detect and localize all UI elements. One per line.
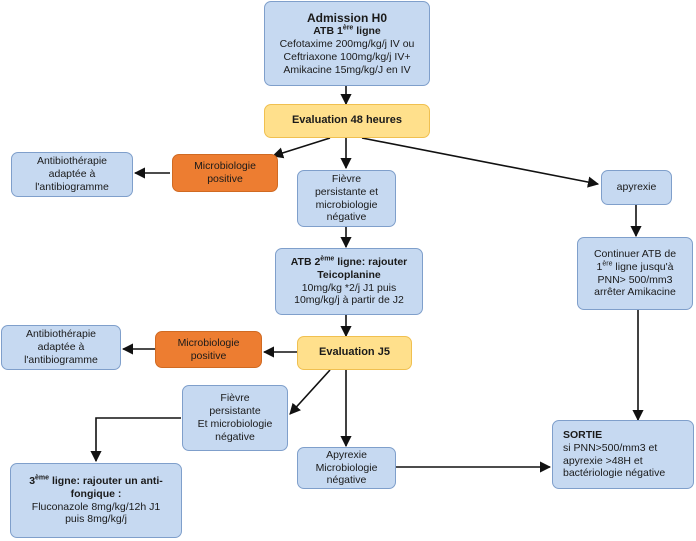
fievre1-line4: négative [326,211,367,224]
admission-subtitle: ATB 1ère ligne [313,24,381,38]
arrow-evalj5-to-fievre2 [289,369,331,415]
arrow-fievre2-to-antifong [90,417,181,463]
admission-line2: Ceftriaxone 100mg/kg/j IV+ [283,50,411,63]
admission-box: Admission H0 ATB 1ère ligne Cefotaxime 2… [264,1,430,86]
micro1-line2: positive [207,173,243,185]
sortie-title: SORTIE [563,428,603,441]
sortie-line1: si PNN>500/mm3 et [563,441,658,454]
micro2-box: Microbiologie positive [155,331,262,368]
atb2-line2: 10mg/kg/j à partir de J2 [294,294,404,307]
apyrexie1-box: apyrexie [601,170,672,205]
continuer-line4: arrêter Amikacine [594,286,676,299]
micro1-line1: Microbiologie [194,160,256,173]
fievre1-line1: Fièvre [331,172,362,185]
fievre2-line4: négative [215,430,255,443]
micro1-box: Microbiologie positive [172,154,278,192]
apyrexie1-label: apyrexie [616,181,657,194]
atb-adapt2-line1: Antibiothérapie [25,328,97,341]
atb-adapt1-line3: l'antibiogramme [35,180,109,193]
admission-line1: Cefotaxime 200mg/kg/j IV ou [279,38,415,51]
atb-adapt2-box: Antibiothérapie adaptée à l'antibiogramm… [1,325,121,370]
micro2-line2: positive [190,349,227,362]
continuer-line2: 1ère ligne jusqu'à [596,260,674,273]
antifong-title2: fongique : [70,487,122,500]
atb2-box: ATB 2ème ligne: rajouter Teicoplanine 10… [275,248,423,315]
apyrexie2-box: Apyrexie Microbiologie négative [297,447,396,489]
sortie-box: SORTIE si PNN>500/mm3 et apyrexie >48H e… [552,420,694,489]
fievre2-line1: Fièvre [220,392,250,405]
atb-adapt2-line3: l'antibiogramme [24,353,98,366]
admission-title: Admission H0 [306,10,387,25]
atb2-title2: Teicoplanine [317,268,381,281]
arrow-eval48-to-micro1 [271,137,331,159]
eval-j5-label: Evaluation J5 [319,346,390,359]
fievre1-line3: microbiologie [315,198,378,211]
fievre2-line2: persistante [209,405,261,418]
eval48-box: Evaluation 48 heures [264,104,430,138]
fievre1-line2: persistante et [314,185,379,198]
atb-adapt2-line2: adaptée à [37,341,85,354]
antifong-line1: Fluconazole 8mg/kg/12h J1 [31,500,161,513]
eval-j5-box: Evaluation J5 [297,336,412,370]
apyrexie2-line1: Apyrexie [326,448,367,461]
atb2-title: ATB 2ème ligne: rajouter [290,255,408,268]
continuer-line1: Continuer ATB de [593,247,677,260]
fievre1-box: Fièvre persistante et microbiologie néga… [297,170,396,227]
micro2-line1: Microbiologie [177,336,240,349]
eval48-label: Evaluation 48 heures [291,114,403,127]
antifong-title: 3ème ligne: rajouter un anti- [29,474,163,487]
continuer-line3: PNN> 500/mm3 [597,273,673,286]
admission-line3: Amikacine 15mg/kg/J en IV [283,63,411,76]
apyrexie2-line3: négative [326,474,367,487]
fievre2-box: Fièvre persistante Et microbiologie néga… [182,385,288,451]
continuer-box: Continuer ATB de 1ère ligne jusqu'à PNN>… [577,237,693,310]
apyrexie2-line2: Microbiologie [315,461,378,474]
antifong-box: 3ème ligne: rajouter un anti- fongique :… [10,463,182,538]
sortie-line3: bactériologie négative [563,467,666,480]
atb2-line1: 10mg/kg *2/j J1 puis [301,281,397,294]
fievre2-line3: Et microbiologie [197,418,273,430]
sortie-line2: apyrexie >48H et [563,454,643,467]
atb-adapt1-line1: Antibiothérapie [36,155,108,168]
atb-adapt1-box: Antibiothérapie adaptée à l'antibiogramm… [11,152,133,197]
atb-adapt1-line2: adaptée à [48,168,96,181]
antifong-line2: puis 8mg/kg/j [65,513,127,526]
arrow-eval48-to-apyrexie1 [361,137,600,188]
